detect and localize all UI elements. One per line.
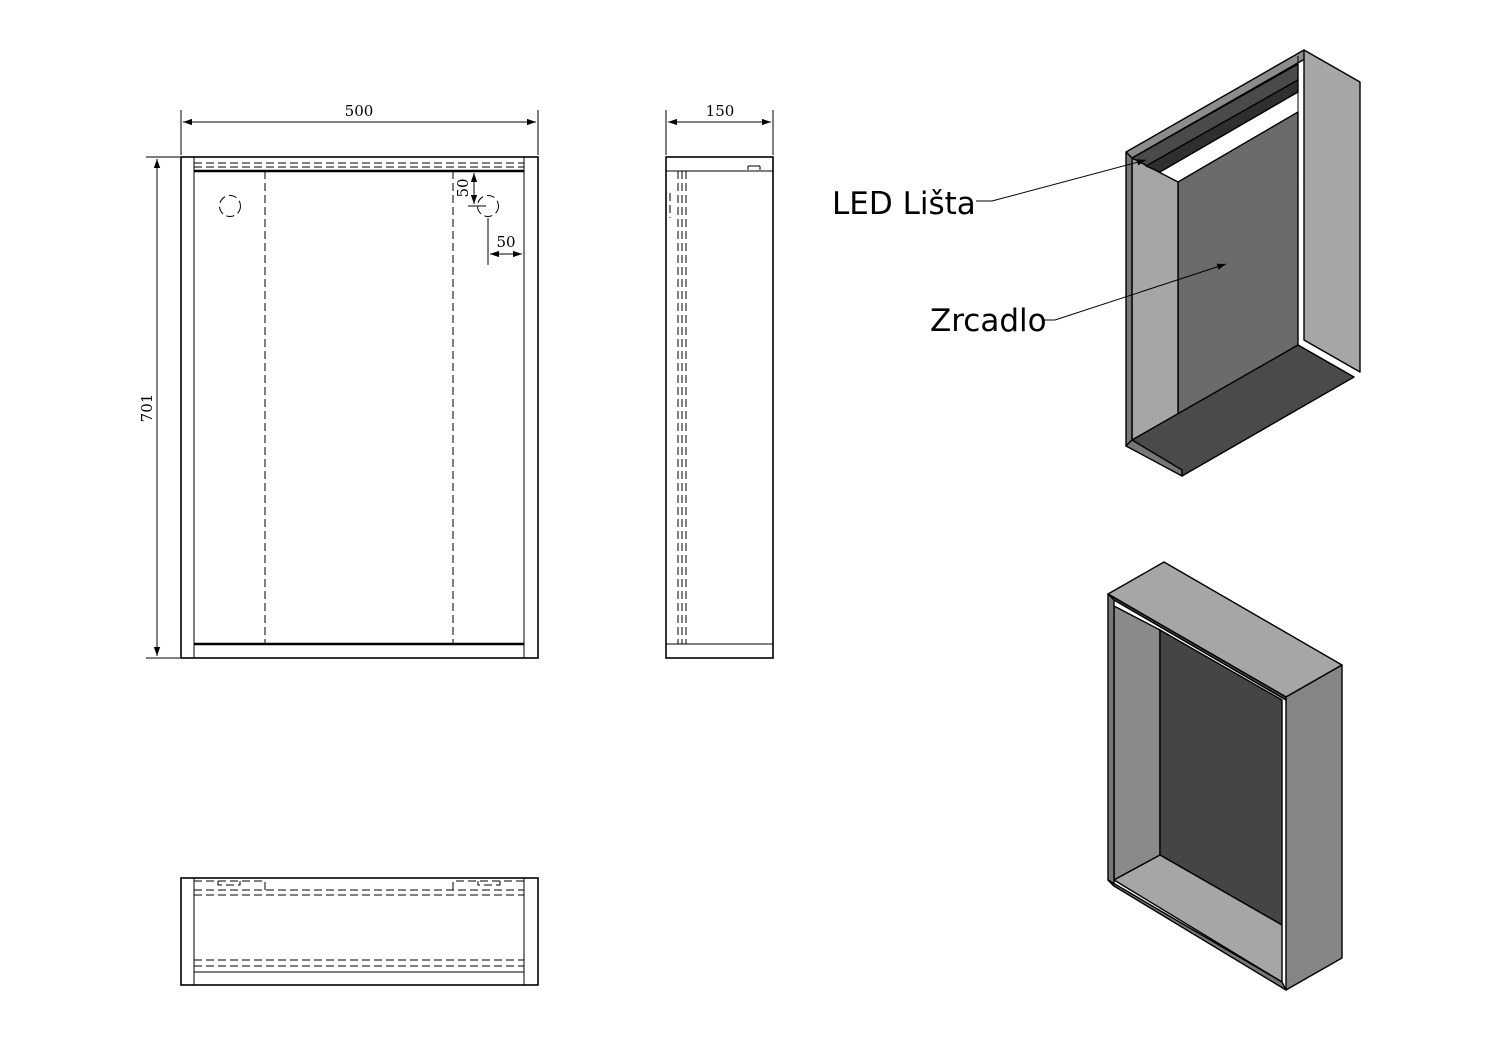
depth-value: 150	[706, 102, 735, 120]
depth-dimension: 150	[665, 102, 774, 155]
top-view	[180, 877, 539, 986]
mirror-label: Zrcadlo	[930, 303, 1047, 339]
hole-side-offset-dimension: 50	[487, 218, 522, 265]
width-dimension: 500	[180, 102, 539, 155]
mirror-callout: Zrcadlo	[930, 263, 1227, 339]
mount-hole-right	[477, 195, 499, 217]
height-dimension: 701	[138, 156, 180, 659]
hole-top-offset-value: 50	[454, 178, 472, 197]
mount-hole-left	[219, 195, 241, 217]
led-callout: LED Lišta	[832, 159, 1147, 222]
hole-side-offset-value: 50	[496, 233, 515, 251]
width-value: 500	[345, 102, 374, 120]
iso-rear-view	[1107, 561, 1343, 991]
front-view: 500 701 50 50	[138, 102, 539, 659]
height-value: 701	[138, 394, 156, 423]
iso-front-view	[1125, 49, 1361, 477]
hole-top-offset-dimension: 50	[454, 173, 486, 207]
led-label: LED Lišta	[832, 186, 976, 222]
side-view: 150	[665, 102, 774, 659]
